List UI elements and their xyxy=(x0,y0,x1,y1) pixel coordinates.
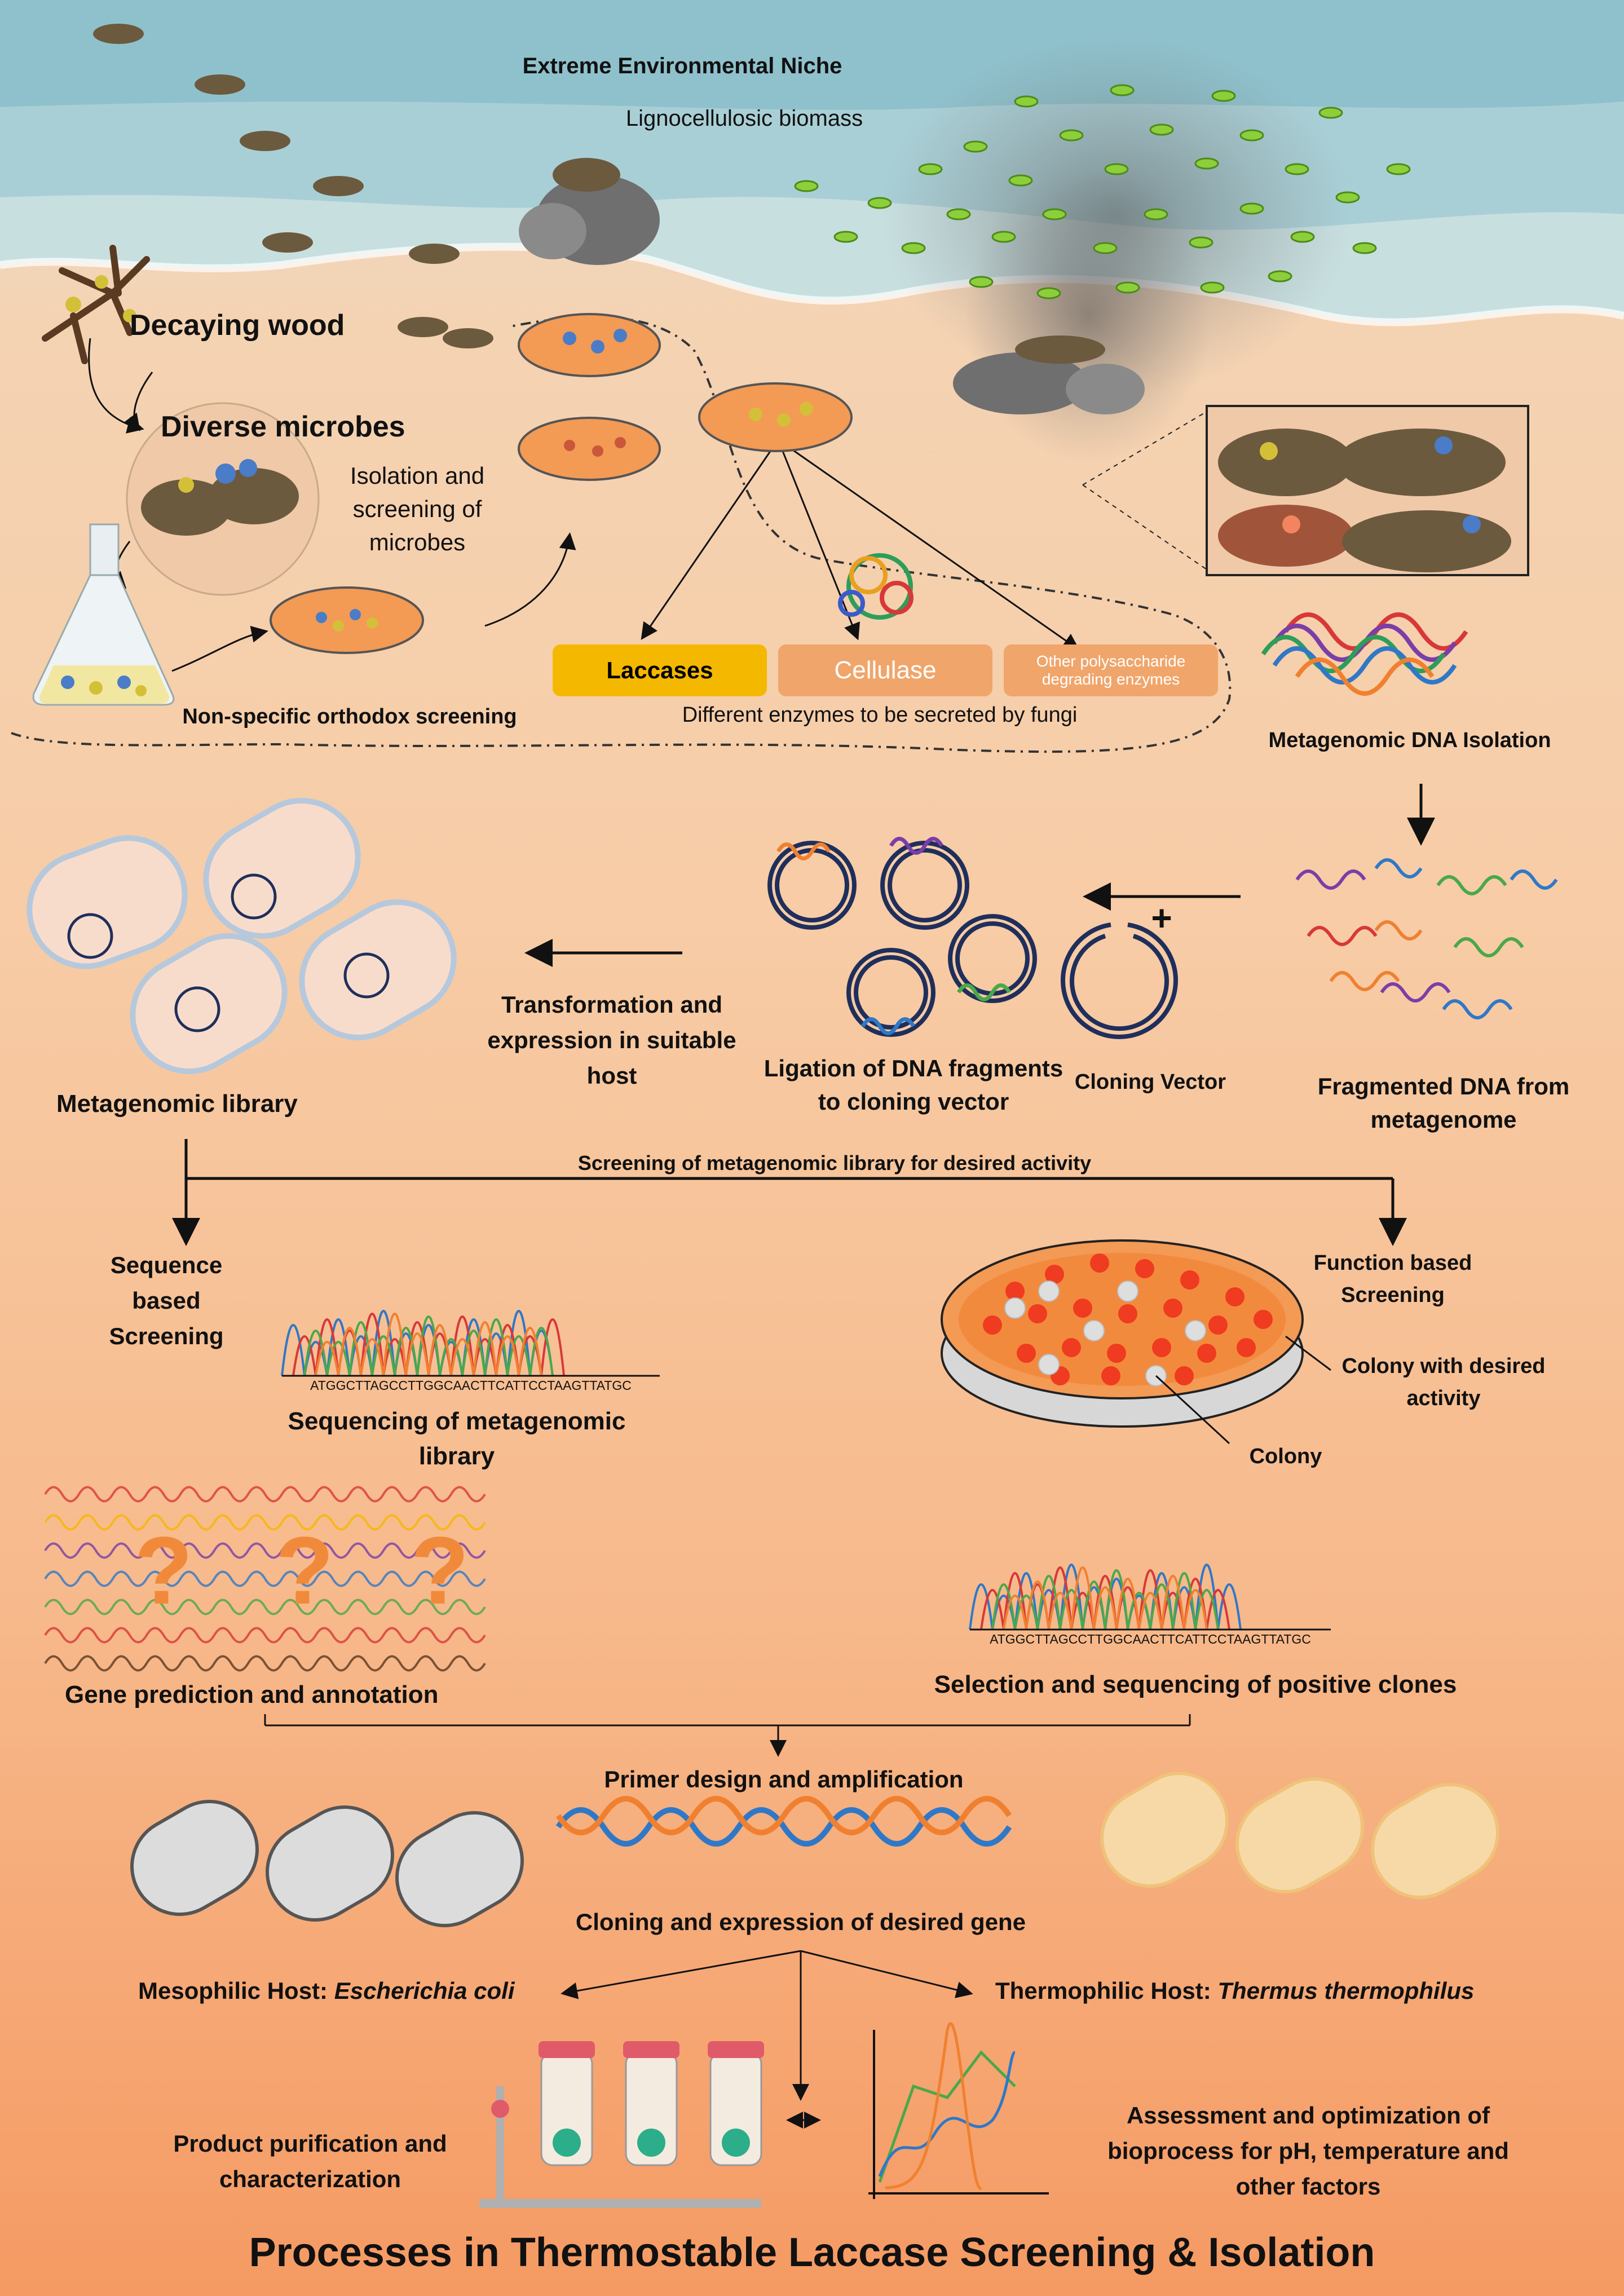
enzymes-caption: Different enzymes to be secreted by fung… xyxy=(682,703,1078,727)
smoke-plume xyxy=(880,34,1353,462)
primer-helix xyxy=(555,1796,1012,1847)
biomass-label: Lignocellulosic biomass xyxy=(625,106,863,131)
microbe-region-border xyxy=(11,316,1232,753)
purification-label: Product purification and characterizatio… xyxy=(173,2130,447,2192)
protein-structure xyxy=(838,553,914,620)
mesophilic-prefix: Mesophilic Host: xyxy=(138,1977,334,2004)
screening-library-label: Screening of metagenomic library for des… xyxy=(577,1151,1092,1175)
culture-flask xyxy=(32,523,175,706)
recombinant-plasmids xyxy=(767,841,1037,1037)
cloning-expression-label: Cloning and expression of desired gene xyxy=(575,1909,1026,1935)
laccases-box: Laccases xyxy=(553,644,767,696)
function-screening-label: Function based Screening xyxy=(1313,1251,1472,1307)
question-mark-2: ? xyxy=(275,1517,334,1624)
library-host-cells xyxy=(27,798,457,1074)
microbe-inset xyxy=(1206,405,1529,576)
mesophilic-host-cells xyxy=(130,1800,524,1927)
ligation-label: Ligation of DNA fragments to cloning vec… xyxy=(764,1055,1063,1115)
petri-dishes-top xyxy=(270,313,853,654)
thermophilic-host-label: Thermophilic Host: Thermus thermophilus xyxy=(995,1976,1559,2006)
mesophilic-host-label: Mesophilic Host: Escherichia coli xyxy=(138,1976,567,2006)
question-mark-3: ? xyxy=(411,1517,469,1624)
cellulase-box: Cellulase xyxy=(778,644,992,696)
decaying-wood-illustration xyxy=(42,245,150,364)
thermophilic-host-cells xyxy=(1100,1772,1499,1899)
library-label: Metagenomic library xyxy=(56,1090,298,1118)
sequencing-library-label: Sequencing of metagenomic library xyxy=(288,1407,626,1470)
metagenomic-dna-helices xyxy=(1261,612,1468,696)
chromatogram-left xyxy=(281,1310,660,1377)
laccases-label: Laccases xyxy=(606,657,713,683)
seaweed-clumps xyxy=(93,24,493,348)
biomass-leaves xyxy=(794,84,1411,299)
mesophilic-species: Escherichia coli xyxy=(334,1977,515,2004)
colony-label: Colony xyxy=(1249,1445,1322,1468)
decaying-wood-label: Decaying wood xyxy=(130,309,345,342)
assessment-label: Assessment and optimization of bioproces… xyxy=(1107,2102,1509,2200)
sequence-screening-label: Sequence based Screening xyxy=(109,1252,224,1349)
niche-label: Extreme Environmental Niche xyxy=(522,54,842,78)
other-enzymes-box: Other polysaccharide degrading enzymes xyxy=(1004,644,1218,696)
colony-desired-label: Colony with desired activity xyxy=(1341,1354,1546,1410)
gene-annotation-waves xyxy=(44,1486,486,1672)
other-enzymes-label: Other polysaccharide degrading enzymes xyxy=(1036,652,1186,688)
rocks xyxy=(519,158,1145,414)
thermophilic-prefix: Thermophilic Host: xyxy=(995,1977,1218,2004)
fragmented-dna xyxy=(1295,858,1558,1019)
plus-sign: + xyxy=(1151,898,1172,938)
sequence-string-right: ATGGCTTAGCCTTGGCAACTTCATTCCTAAGTTATGC xyxy=(990,1632,1311,1646)
cloning-vector-plasmid xyxy=(1061,922,1178,1039)
diverse-microbes-label: Diverse microbes xyxy=(161,410,405,443)
microbes-cluster xyxy=(126,402,320,596)
colonies xyxy=(983,1253,1273,1387)
sequence-string-left: ATGGCTTAGCCTTGGCAACTTCATTCCTAAGTTATGC xyxy=(310,1378,632,1393)
fragmented-dna-label: Fragmented DNA from metagenome xyxy=(1317,1073,1570,1133)
positive-clones-label: Selection and sequencing of positive clo… xyxy=(934,1671,1457,1698)
gene-prediction-label: Gene prediction and annotation xyxy=(65,1681,439,1708)
transformation-label: Transformation and expression in suitabl… xyxy=(487,991,736,1089)
metagenomic-dna-label: Metagenomic DNA Isolation xyxy=(1268,728,1551,752)
sea-shore xyxy=(0,0,1624,326)
primer-label: Primer design and amplification xyxy=(604,1766,964,1792)
chromatogram-right xyxy=(969,1564,1331,1631)
orthodox-screening-label: Non-specific orthodox screening xyxy=(182,705,517,728)
purification-columns xyxy=(479,2041,764,2208)
cellulase-label: Cellulase xyxy=(834,656,937,684)
optimization-plot xyxy=(868,2022,1049,2199)
diagram-title: Processes in Thermostable Laccase Screen… xyxy=(249,2230,1375,2275)
cloning-vector-label: Cloning Vector xyxy=(1074,1070,1226,1094)
thermophilic-species: Thermus thermophilus xyxy=(1217,1977,1475,2004)
question-mark-1: ? xyxy=(134,1517,193,1624)
isolation-label: Isolation and screening of microbes xyxy=(350,462,485,555)
